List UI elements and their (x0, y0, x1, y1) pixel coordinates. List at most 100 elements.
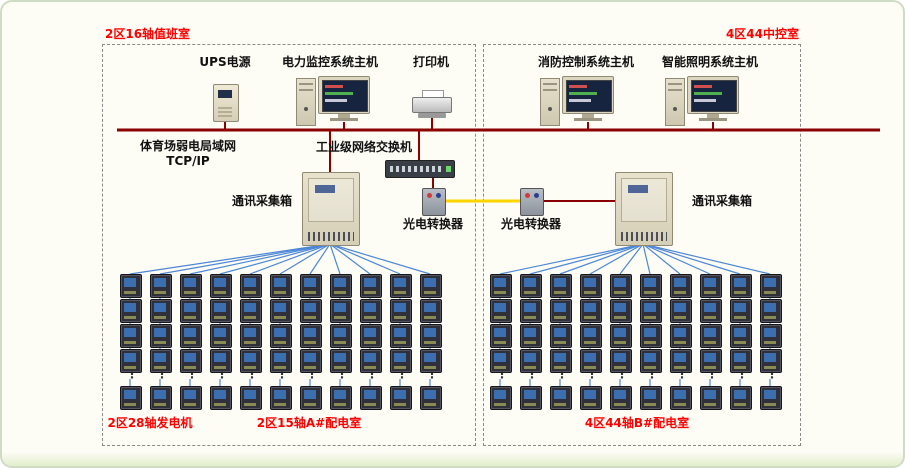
meter-icon (700, 386, 722, 410)
meter-icon (420, 299, 442, 323)
meter-icon (360, 386, 382, 410)
meter-icon (240, 324, 262, 348)
meter-icon (150, 324, 172, 348)
meter-icon (670, 349, 692, 373)
meter-icon (330, 299, 352, 323)
meter-icon (240, 386, 262, 410)
collector-box-left-icon (302, 172, 360, 246)
meter-icon (730, 386, 752, 410)
ellipsis-marker: ⋮ (366, 367, 378, 381)
meter-icon (700, 274, 722, 298)
meter-icon (610, 299, 632, 323)
meter-icon (730, 324, 752, 348)
meter-icon (180, 324, 202, 348)
meter-icon (550, 299, 572, 323)
meter-icon (490, 299, 512, 323)
ellipsis-marker: ⋮ (156, 367, 168, 381)
meter-icon (640, 386, 662, 410)
meter-icon (700, 349, 722, 373)
ellipsis-marker: ⋮ (706, 367, 718, 381)
computer-tower-icon (665, 78, 685, 126)
meter-icon (520, 349, 542, 373)
meter-icon (580, 349, 602, 373)
fire-host-label: 消防控制系统主机 (537, 55, 634, 69)
zone-dist-a-label: 2区15轴A#配电室 (256, 416, 362, 430)
meter-icon (210, 274, 232, 298)
meter-icon (390, 349, 412, 373)
meter-icon (670, 299, 692, 323)
meter-icon (180, 349, 202, 373)
room-left-label: 2区16轴值班室 (105, 27, 191, 41)
switch-label: 工业级网络交换机 (315, 140, 412, 154)
meter-icon (330, 349, 352, 373)
fiber-converter-right-icon (520, 188, 544, 216)
ellipsis-marker: ⋮ (556, 367, 568, 381)
meter-icon (150, 349, 172, 373)
meter-icon (240, 299, 262, 323)
converter-left-label: 光电转换器 (402, 217, 463, 231)
meter-icon (210, 299, 232, 323)
meter-icon (700, 299, 722, 323)
zone-dist-b-label: 4区44轴B#配电室 (584, 416, 690, 430)
meter-icon (760, 324, 782, 348)
meter-icon (730, 349, 752, 373)
meter-icon (300, 299, 322, 323)
meter-icon (420, 386, 442, 410)
ellipsis-marker: ⋮ (186, 367, 198, 381)
meter-icon (150, 299, 172, 323)
meter-icon (210, 324, 232, 348)
meter-icon (150, 386, 172, 410)
ellipsis-marker: ⋮ (216, 367, 228, 381)
meter-icon (420, 324, 442, 348)
meter-icon (270, 349, 292, 373)
meter-icon (490, 274, 512, 298)
meter-icon (550, 324, 572, 348)
ellipsis-marker: ⋮ (526, 367, 538, 381)
monitor-icon (318, 76, 370, 114)
fiber-converter-left-icon (422, 188, 446, 216)
meter-icon (120, 274, 142, 298)
meter-icon (300, 274, 322, 298)
power-host-label: 电力监控系统主机 (281, 55, 378, 69)
ellipsis-marker: ⋮ (276, 367, 288, 381)
ellipsis-marker: ⋮ (736, 367, 748, 381)
meter-icon (180, 274, 202, 298)
meter-icon (120, 349, 142, 373)
lan-name-label: 体育场弱电局域网 (139, 139, 236, 153)
meter-icon (760, 349, 782, 373)
ellipsis-marker: ⋮ (616, 367, 628, 381)
ellipsis-marker: ⋮ (336, 367, 348, 381)
meter-icon (730, 274, 752, 298)
ellipsis-marker: ⋮ (126, 367, 138, 381)
meter-icon (640, 299, 662, 323)
ellipsis-marker: ⋮ (246, 367, 258, 381)
meter-icon (550, 349, 572, 373)
meter-icon (670, 324, 692, 348)
device-connector-lines (224, 118, 714, 202)
meter-icon (520, 299, 542, 323)
monitor-icon (687, 76, 739, 114)
meter-icon (760, 274, 782, 298)
meter-icon (610, 274, 632, 298)
meter-icon (330, 274, 352, 298)
meter-icon (150, 274, 172, 298)
meter-icon (490, 386, 512, 410)
ellipsis-marker: ⋮ (396, 367, 408, 381)
ellipsis-marker: ⋮ (676, 367, 688, 381)
meter-icon (730, 299, 752, 323)
meter-icon (520, 324, 542, 348)
meter-icon (210, 349, 232, 373)
meter-icon (700, 324, 722, 348)
meter-icon (640, 274, 662, 298)
meter-icon (760, 299, 782, 323)
meter-icon (580, 299, 602, 323)
room-left-boundary (102, 44, 476, 446)
ellipsis-marker: ⋮ (306, 367, 318, 381)
zone-generator-label: 2区28轴发电机 (107, 416, 193, 430)
meter-icon (240, 274, 262, 298)
ellipsis-marker: ⋮ (426, 367, 438, 381)
meter-icon (180, 386, 202, 410)
meter-icon (300, 324, 322, 348)
meter-icon (490, 324, 512, 348)
